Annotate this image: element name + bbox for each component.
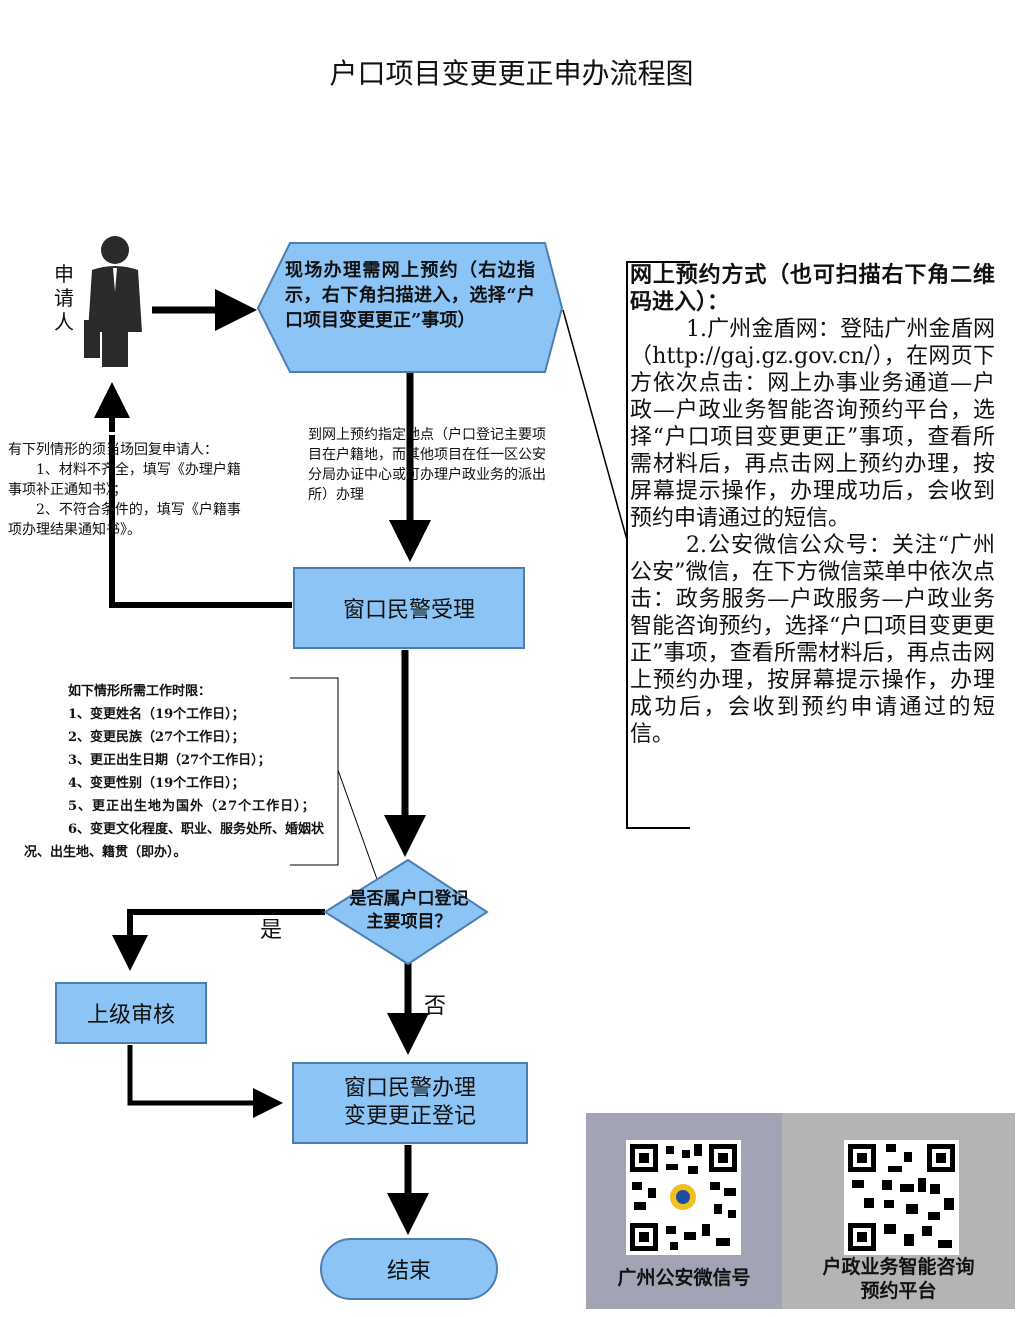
qr-code-icon	[844, 1140, 959, 1255]
online-booking-panel: 网上预约方式（也可扫描右下角二维码进入）： 1.广州金盾网：登陆广州金盾网（ht…	[630, 262, 995, 748]
timelimit-item: 6、变更文化程度、职业、服务处所、婚姻状况、出生地、籍贯（即办）。	[24, 822, 325, 860]
person-icon	[84, 236, 142, 367]
return-note-intro: 有下列情形的须当场回复申请人：	[8, 442, 218, 458]
process-box-label: 窗口民警办理变更更正登记	[343, 1076, 476, 1129]
timelimit-item: 3、更正出生日期（27个工作日）；	[68, 753, 271, 768]
timelimit-intro: 如下情形所需工作时限：	[68, 684, 212, 699]
applicant-label: 申请人	[54, 262, 74, 334]
accept-box: 窗口民警受理	[293, 567, 525, 649]
qr-left-label: 广州公安微信号	[617, 1267, 751, 1289]
online-booking-method-1: 1.广州金盾网：登陆广州金盾网（http://gaj.gz.gov.cn/），在…	[630, 317, 995, 531]
review-box-label: 上级审核	[86, 1003, 175, 1028]
arrow-review-to-process	[127, 1045, 283, 1118]
qr-right-label-line1: 户政业务智能咨询	[822, 1256, 975, 1278]
decision-yes-label: 是	[260, 918, 283, 943]
qr-panel-right: 户政业务智能咨询 预约平台	[782, 1113, 1015, 1309]
qr-right-label: 户政业务智能咨询 预约平台	[782, 1255, 1015, 1303]
decision-text: 是否属户口登记主要项目？	[349, 889, 469, 932]
accept-box-label: 窗口民警受理	[342, 598, 475, 623]
arrow-decision-yes	[112, 909, 325, 971]
hexagon-shape	[256, 242, 564, 373]
return-note-item1: 1、材料不齐全，填写《办理户籍事项补正通知书》；	[8, 462, 241, 498]
timelimit-bracket	[290, 677, 339, 866]
timelimit-item: 5、更正出生地为国外（27个工作日）；	[68, 799, 316, 814]
return-note: 有下列情形的须当场回复申请人： 1、材料不齐全，填写《办理户籍事项补正通知书》；…	[8, 440, 253, 540]
timelimit-item: 2、变更民族（27个工作日）；	[68, 730, 245, 745]
decision-no-label: 否	[424, 994, 447, 1019]
location-note: 到网上预约指定地点（户口登记主要项目在户籍地，而其他项目在任一区公安分局办证中心…	[308, 427, 546, 503]
timelimit-note: 如下情形所需工作时限： 1、变更姓名（19个工作日）； 2、变更民族（27个工作…	[24, 680, 334, 864]
online-booking-method-2: 2.公安微信公众号：关注“广州公安”微信，在下方微信菜单中依次点击：政务服务—户…	[630, 533, 995, 747]
review-box: 上级审核	[55, 982, 207, 1044]
arrow-return-to-applicant	[109, 435, 292, 608]
qr-panel-left: 广州公安微信号	[586, 1113, 782, 1309]
qr-right-label-line2: 预约平台	[860, 1280, 937, 1302]
right-panel-bracket	[626, 261, 690, 829]
hexagon-text: 现场办理需网上预约（右边指示，右下角扫描进入，选择“户口项目变更更正”事项）	[285, 260, 535, 331]
return-note-item2: 2、不符合条件的，填写《户籍事项办理结果通知书》。	[8, 502, 241, 538]
online-booking-heading: 网上预约方式（也可扫描右下角二维码进入）：	[630, 262, 995, 315]
timelimit-item: 4、变更性别（19个工作日）；	[68, 776, 245, 791]
page-title: 户口项目变更更正申办流程图	[329, 57, 694, 90]
qr-code-icon	[626, 1140, 741, 1255]
decision-diamond	[323, 858, 489, 966]
timelimit-item: 1、变更姓名（19个工作日）；	[68, 707, 245, 722]
process-box: 窗口民警办理变更更正登记	[292, 1062, 528, 1144]
end-terminal-label: 结束	[386, 1259, 431, 1284]
end-terminal: 结束	[320, 1238, 498, 1300]
